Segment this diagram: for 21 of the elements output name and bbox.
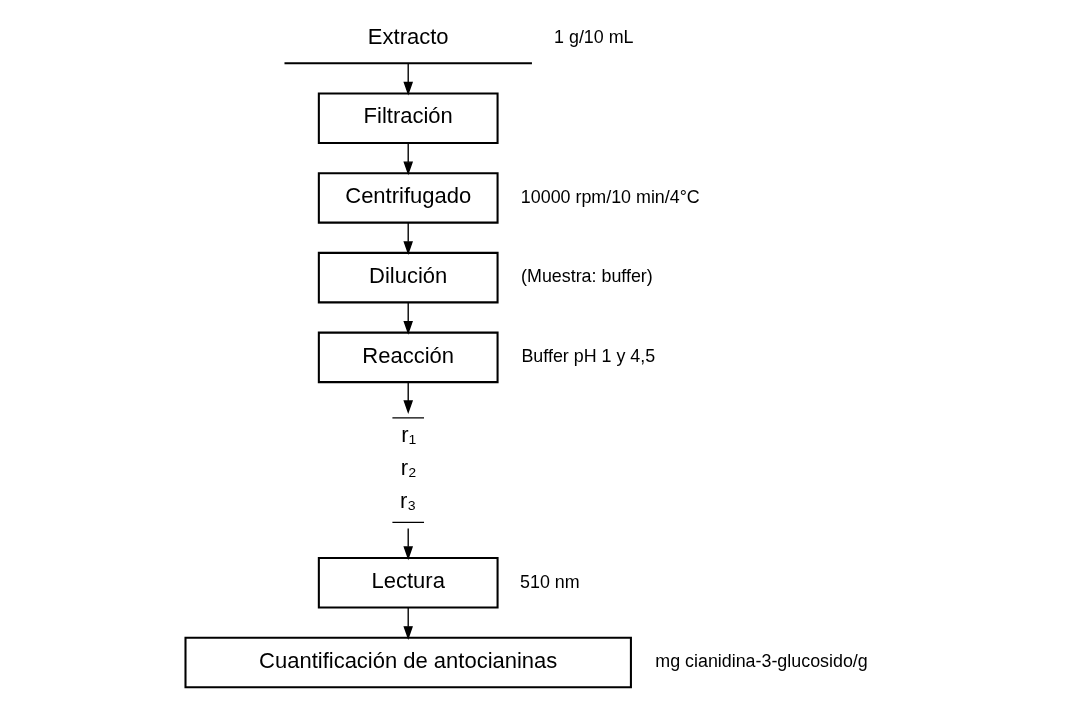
node-box: Lectura [317,557,499,609]
node-text: Extracto [367,23,449,49]
node-box: Reacción [317,331,499,384]
node-box: Cuantificación de antocianinas [183,636,632,689]
node-label: Buffer pH 1 y 4,5 [520,346,655,367]
arrow [402,527,413,561]
arrow [402,222,413,255]
node-label: 510 nm [519,571,580,592]
arrow [402,381,413,415]
arrow [402,607,413,640]
node-label: 1 g/10 mL [553,27,634,48]
node-text: r₁ r₂ r₃ [399,422,417,514]
node-label: 10000 rpm/10 min/4°C [520,186,700,207]
arrow [402,62,413,96]
node-label: mg cianidina-3-glucosido/g [654,651,868,672]
node-box: Filtración [317,92,499,144]
arrow [402,301,413,335]
arrow [402,142,413,176]
node-box: Dilución [317,251,499,304]
node-box: Centrifugado [317,172,499,224]
node-label: (Muestra: buffer) [520,266,653,287]
